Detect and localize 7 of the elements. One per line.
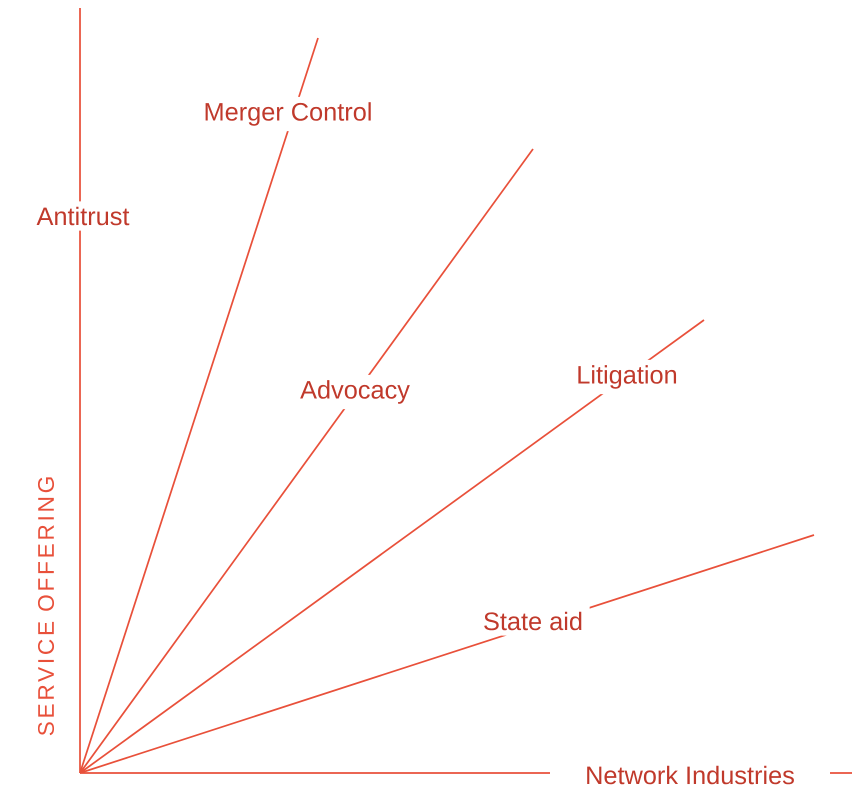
- ray-label: State aid: [476, 606, 590, 636]
- ray-label: Advocacy: [293, 374, 417, 410]
- ray-label: Litigation: [570, 360, 684, 394]
- ray-label: Network Industries: [578, 760, 802, 790]
- axis-label: SERVICE OFFERING: [38, 477, 54, 736]
- ray-label: Antitrust: [30, 201, 136, 231]
- ray-label: Merger Control: [196, 96, 380, 132]
